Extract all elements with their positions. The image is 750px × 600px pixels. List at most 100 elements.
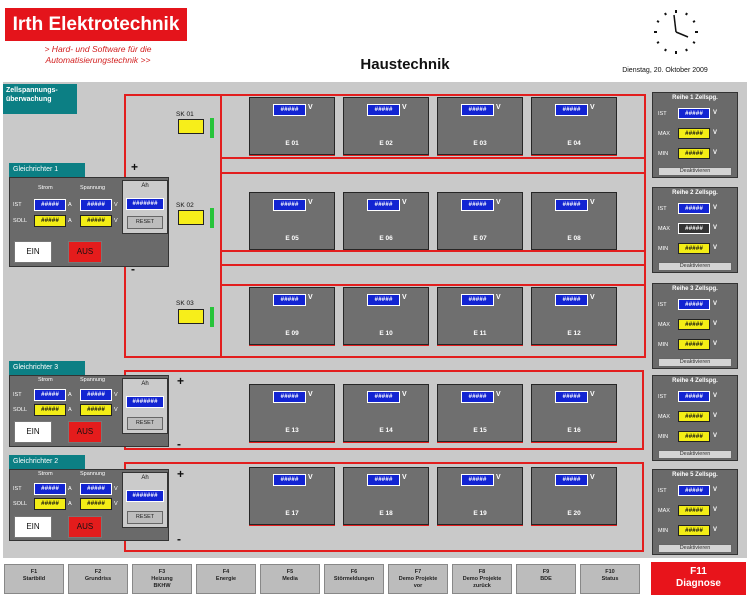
unit-v: V [713,413,718,419]
cell-unit-e14[interactable]: ##### V E 14 [343,384,429,442]
gleichrichter-title: Gleichrichter 2 [9,455,85,469]
unit-v: V [114,501,118,507]
sk-box[interactable] [178,119,204,134]
max-label: MAX [658,322,670,328]
min-label: MIN [658,342,669,348]
fkey-label2: BKHW [153,583,171,589]
strom-soll-input[interactable]: ##### [34,498,66,510]
plus-sign: + [177,374,185,388]
cell-unit-e13[interactable]: ##### V E 13 [249,384,335,442]
sk-box[interactable] [178,210,204,225]
unit-label: V [590,294,595,301]
cell-unit-e15[interactable]: ##### V E 15 [437,384,523,442]
tagline: > Hard- und Software für die Automatisie… [8,44,188,66]
unit-v: V [713,507,718,513]
soll-label: SOLL [13,407,28,413]
max-input[interactable]: ##### [678,411,710,422]
sk-indicator [210,307,214,327]
aus-button[interactable]: AUS [68,241,102,263]
voltage-display: ##### [273,294,306,306]
deaktivieren-button[interactable]: Deaktivieren [658,358,732,367]
unit-v: V [114,486,118,492]
spannung-soll-input[interactable]: ##### [80,404,112,416]
cell-unit-e10[interactable]: ##### V E 10 [343,287,429,345]
deaktivieren-button[interactable]: Deaktivieren [658,167,732,176]
deaktivieren-button[interactable]: Deaktivieren [658,262,732,271]
strom-header: Strom [38,471,53,477]
min-input[interactable]: ##### [678,148,710,159]
ein-button[interactable]: EIN [14,241,52,263]
f3-heizung-button[interactable]: F3 Heizung BKHW [132,564,192,594]
cell-unit-e01[interactable]: ##### V E 01 [249,97,335,155]
voltage-display: ##### [555,294,588,306]
reset-button[interactable]: RESET [127,417,163,430]
cell-unit-e17[interactable]: ##### V E 17 [249,467,335,525]
cell-unit-e16[interactable]: ##### V E 16 [531,384,617,442]
ist-display: ##### [678,203,710,214]
cell-unit-e02[interactable]: ##### V E 02 [343,97,429,155]
cell-unit-e20[interactable]: ##### V E 20 [531,467,617,525]
aus-button[interactable]: AUS [68,421,102,443]
soll-label: SOLL [13,501,28,507]
min-input[interactable]: ##### [678,243,710,254]
fkey-label: Media [282,576,298,582]
aus-button[interactable]: AUS [68,516,102,538]
ist-display: ##### [678,485,710,496]
cell-unit-e19[interactable]: ##### V E 19 [437,467,523,525]
max-input[interactable]: ##### [678,223,710,234]
cell-unit-e08[interactable]: ##### V E 08 [531,192,617,250]
f8-demo-zurueck-button[interactable]: F8 Demo Projekte zurück [452,564,512,594]
cell-unit-e11[interactable]: ##### V E 11 [437,287,523,345]
cell-unit-e03[interactable]: ##### V E 03 [437,97,523,155]
min-input[interactable]: ##### [678,339,710,350]
strom-soll-input[interactable]: ##### [34,404,66,416]
voltage-display: ##### [555,474,588,486]
cell-unit-e09[interactable]: ##### V E 09 [249,287,335,345]
gleichrichter-title: Gleichrichter 3 [9,361,85,375]
cell-unit-e06[interactable]: ##### V E 06 [343,192,429,250]
f7-demo-vor-button[interactable]: F7 Demo Projekte vor [388,564,448,594]
max-input[interactable]: ##### [678,505,710,516]
f2-grundriss-button[interactable]: F2 Grundriss [68,564,128,594]
deaktivieren-button[interactable]: Deaktivieren [658,450,732,459]
unit-v: V [114,392,118,398]
sk-box[interactable] [178,309,204,324]
f6-stoermeldungen-button[interactable]: F6 Störmeldungen [324,564,384,594]
sk-label: SK 01 [176,111,194,118]
f1-startbild-button[interactable]: F1 Startbild [4,564,64,594]
f4-energie-button[interactable]: F4 Energie [196,564,256,594]
min-input[interactable]: ##### [678,525,710,536]
cell-unit-e07[interactable]: ##### V E 07 [437,192,523,250]
cell-unit-e12[interactable]: ##### V E 12 [531,287,617,345]
ah-label: Ah [141,183,149,189]
f11-diagnose-button[interactable]: F11 Diagnose [651,562,746,595]
spannung-soll-input[interactable]: ##### [80,215,112,227]
unit-v: V [713,321,718,327]
max-input[interactable]: ##### [678,319,710,330]
reset-button[interactable]: RESET [127,216,163,229]
cell-label: E 19 [473,510,487,517]
min-input[interactable]: ##### [678,431,710,442]
max-label: MAX [658,131,670,137]
strom-soll-input[interactable]: ##### [34,215,66,227]
f5-media-button[interactable]: F5 Media [260,564,320,594]
ah-label: Ah [141,381,149,387]
ein-button[interactable]: EIN [14,421,52,443]
spannung-header: Spannung [80,185,106,191]
cell-unit-e18[interactable]: ##### V E 18 [343,467,429,525]
voltage-display: ##### [367,199,400,211]
cell-unit-e05[interactable]: ##### V E 05 [249,192,335,250]
spannung-soll-input[interactable]: ##### [80,498,112,510]
ein-button[interactable]: EIN [14,516,52,538]
min-label: MIN [658,528,669,534]
strom-ist-display: ##### [34,199,66,211]
max-input[interactable]: ##### [678,128,710,139]
f9-bde-button[interactable]: F9 BDE [516,564,576,594]
cell-label: E 07 [473,235,487,242]
cell-label: E 11 [473,330,487,337]
reset-button[interactable]: RESET [127,511,163,524]
cell-unit-e04[interactable]: ##### V E 04 [531,97,617,155]
f10-status-button[interactable]: F10 Status [580,564,640,594]
max-label: MAX [658,508,670,514]
deaktivieren-button[interactable]: Deaktivieren [658,544,732,553]
